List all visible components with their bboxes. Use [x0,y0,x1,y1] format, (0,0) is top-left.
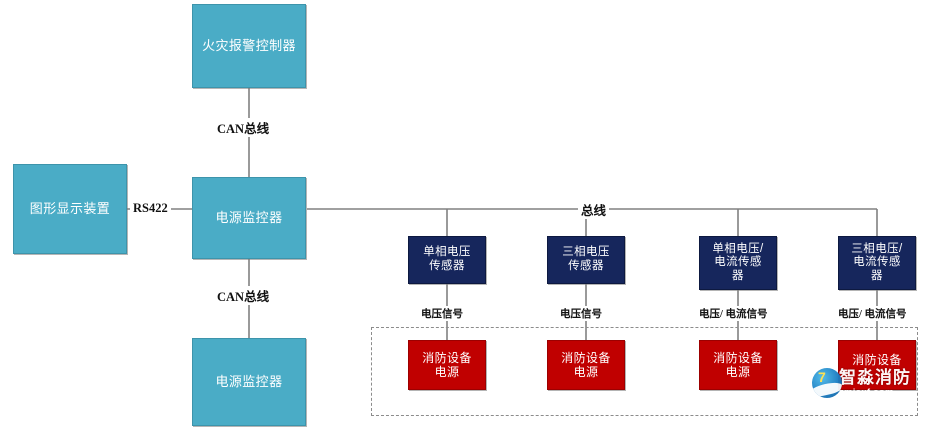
node-fire-equipment-power-4-label: 消防设备 [852,353,902,367]
watermark-text: 智淼消防 zmjaxf.com [839,369,911,398]
node-sensor-single-phase-voltage-current[interactable]: 单相电压/ 电流传感 器 [699,236,777,290]
edge-label-rs422: RS422 [130,201,171,216]
node-power-monitor-main[interactable]: 电源监控器 [192,177,306,259]
edge-label-can-bus-top: CAN总线 [214,118,273,137]
node-fire-alarm-controller[interactable]: 火灾报警控制器 [192,4,306,88]
watermark-url: zmjaxf.com [839,386,894,398]
edge-label-signal-3: 电压/ 电流信号 [696,306,771,321]
watermark-brand: 智淼消防 [839,367,911,387]
node-fire-equipment-power-2[interactable]: 消防设备 电源 [547,340,625,390]
edge-label-bus: 总线 [578,200,610,219]
node-fire-equipment-power-4[interactable]: 消防设备 [838,340,916,390]
watermark-zhimiao-fire: 智淼消防 zmjaxf.com [812,368,911,398]
node-power-monitor-secondary[interactable]: 电源监控器 [192,338,306,426]
edge-label-signal-1: 电压信号 [418,306,466,321]
edge-label-signal-2: 电压信号 [557,306,605,321]
node-graphic-display-device[interactable]: 图形显示装置 [13,164,127,254]
node-fire-equipment-power-1[interactable]: 消防设备 电源 [408,340,486,390]
node-fire-equipment-power-3[interactable]: 消防设备 电源 [699,340,777,390]
edge-label-signal-4: 电压/ 电流信号 [835,306,910,321]
node-sensor-three-phase-voltage-current[interactable]: 三相电压/ 电流传感 器 [838,236,916,290]
node-sensor-three-phase-voltage[interactable]: 三相电压 传感器 [547,236,625,284]
edge-label-can-bus-bottom: CAN总线 [214,286,273,305]
watermark-logo-icon [812,368,842,398]
node-sensor-single-phase-voltage[interactable]: 单相电压 传感器 [408,236,486,284]
power-supply-group-boundary [371,327,918,416]
